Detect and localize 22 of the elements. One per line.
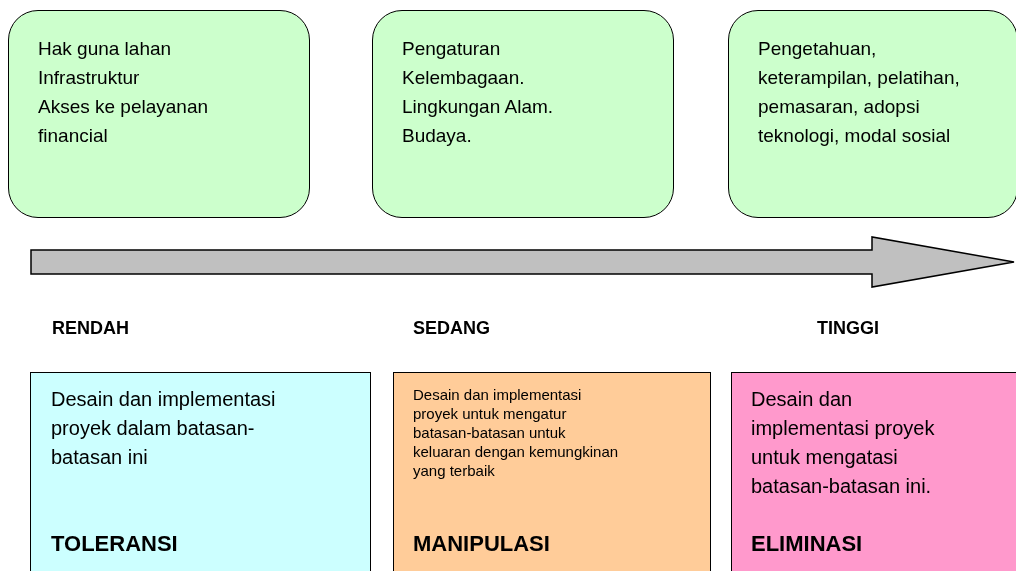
box-text: Desain dan implementasi proyek untuk mengatur batasan-batasan untuk keluaran dengan kemungkinan yang terbaik [413,385,620,480]
box-text: Desain dan implementasi proyek dalam batasan-batasan ini [51,387,277,470]
rounded-box [8,10,310,218]
box-text: Hak guna lahan [38,37,173,61]
box-text: Pengetahuan, keterampilan, pelatihan, pemasaran, adopsi teknologi, modal sosial [758,37,961,148]
box-text: Pengaturan Kelembagaan. [402,37,526,90]
text-box [393,372,711,571]
box-text: Akses ke pelayanan financial [38,95,210,148]
box-heading: TOLERANSI [51,531,179,557]
rounded-box [372,10,674,218]
text-box [30,372,371,571]
box-heading: ELIMINASI [751,531,864,557]
box-text: Lingkungan Alam. [402,95,555,119]
rounded-box [728,10,1016,218]
box-text: Budaya. [402,124,473,148]
box-heading: MANIPULASI [413,531,551,557]
text-box [731,372,1016,571]
level-label: SEDANG [413,318,490,339]
level-label: RENDAH [52,318,129,339]
level-label: TINGGI [817,318,879,339]
box-text: Infrastruktur [38,66,141,90]
box-text: Desain dan implementasi proyek untuk mengatasi batasan-batasan ini. [751,387,936,499]
